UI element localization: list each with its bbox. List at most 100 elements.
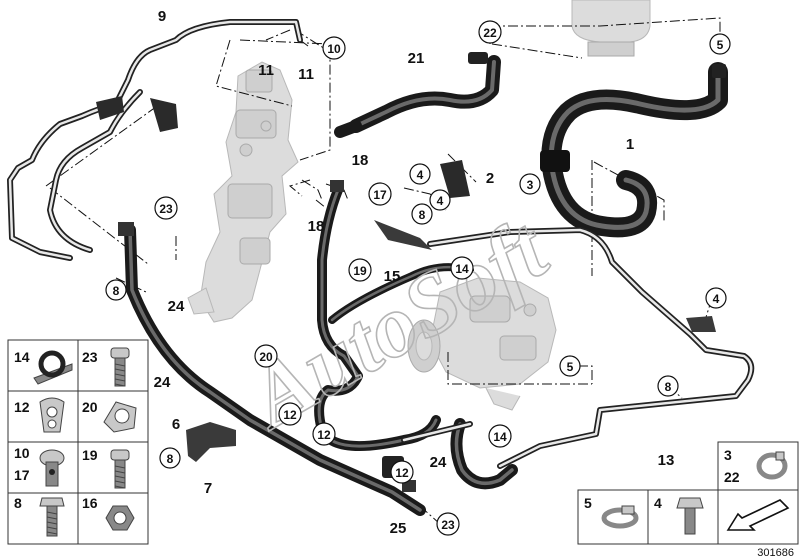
callout-circle: [348, 258, 372, 282]
callout-21: 21: [408, 50, 425, 67]
callout-circle: [436, 512, 460, 536]
callout-circle: [322, 36, 346, 60]
callout-number: 9: [158, 8, 166, 25]
callout-17: 17: [368, 182, 392, 206]
callout-circle: [705, 287, 727, 309]
callout-number: 4: [417, 168, 424, 182]
hex-nut-icon: [105, 505, 135, 531]
legend-cell-20: 20: [82, 399, 137, 433]
callout-number: 13: [658, 452, 675, 469]
callout-number: 1: [626, 136, 634, 153]
hex-bolt-icon: [39, 497, 65, 537]
callout-24: 24: [154, 374, 171, 391]
legend-part-number: 22: [724, 469, 740, 485]
callout-number: 21: [408, 50, 425, 67]
hoses: [7, 19, 755, 516]
callout-circle: [254, 344, 278, 368]
flange-bolt-icon: [676, 497, 704, 535]
legend-cell-4: 4: [654, 495, 704, 535]
callout-number: 11: [258, 62, 274, 79]
legend-part-number: 16: [82, 495, 98, 511]
callout-4: 4: [429, 189, 451, 211]
callout-23: 23: [436, 512, 460, 536]
callout-circle: [519, 173, 541, 195]
legend-cell-8: 8: [14, 495, 65, 537]
callout-8: 8: [105, 279, 127, 301]
callout-8: 8: [411, 203, 433, 225]
callout-number: 12: [395, 466, 409, 480]
pipe-13: [427, 227, 755, 469]
callout-circle: [368, 182, 392, 206]
callout-number: 22: [483, 26, 497, 40]
callout-5: 5: [709, 33, 731, 55]
callout-7: 7: [204, 480, 212, 497]
callout-number: 15: [384, 268, 401, 285]
legend-part-number: 8: [14, 495, 22, 511]
callout-12: 12: [312, 422, 336, 446]
legend-part-number: 20: [82, 399, 98, 415]
legend-part-number: 5: [584, 495, 592, 511]
callout-23: 23: [154, 196, 178, 220]
legend-cell-5: 5: [584, 495, 639, 529]
ghost-components: [187, 0, 651, 411]
callout-number: 14: [455, 262, 469, 276]
callout-circle: [559, 355, 581, 377]
callout-24: 24: [168, 298, 185, 315]
callout-number: 11: [298, 66, 314, 83]
callout-12: 12: [278, 402, 302, 426]
direction-arrow-icon: [726, 499, 790, 531]
callout-number: 4: [713, 292, 720, 306]
callout-number: 7: [204, 480, 212, 497]
callout-number: 19: [353, 264, 367, 278]
callout-circle: [709, 33, 731, 55]
callout-number: 8: [113, 284, 120, 298]
clamp-icon: [103, 401, 137, 433]
callout-circle: [450, 256, 474, 280]
worm-clamp-icon: [601, 505, 639, 529]
callout-20: 20: [254, 344, 278, 368]
callout-number: 12: [317, 428, 331, 442]
callout-number: 20: [259, 350, 273, 364]
callout-number: 12: [283, 408, 297, 422]
callout-circle: [411, 203, 433, 225]
callout-8: 8: [159, 447, 181, 469]
hose-22: [334, 120, 362, 138]
callout-number: 8: [419, 208, 426, 222]
callout-25: 25: [390, 520, 407, 537]
callout-number: 24: [168, 298, 185, 315]
hose-1: [541, 62, 728, 238]
callout-number: 5: [717, 38, 724, 52]
callout-number: 24: [154, 374, 171, 391]
legend-part-number: 4: [654, 495, 662, 511]
callout-circle: [488, 424, 512, 448]
callout-number: 4: [437, 194, 444, 208]
callout-18: 18: [352, 152, 369, 169]
callout-1: 1: [626, 136, 634, 153]
hose-clip-icon: [33, 350, 73, 385]
double-clip-icon: [39, 397, 65, 433]
legend-part-number: 23: [82, 349, 98, 365]
callout-18: 18: [308, 218, 325, 235]
callout-number: 18: [352, 152, 369, 169]
callout-circle: [429, 189, 451, 211]
bolt-icon: [110, 347, 130, 387]
callout-circle: [278, 402, 302, 426]
legend-cell-12: 12: [14, 397, 65, 433]
hose-21: [349, 55, 501, 133]
legend-part-number: 17: [14, 467, 30, 483]
callout-number: 23: [159, 202, 173, 216]
screw-icon: [110, 449, 130, 489]
callout-number: 24: [430, 454, 447, 471]
legend-part-number: 3: [724, 447, 732, 463]
callout-circle: [312, 422, 336, 446]
hose-14: [401, 418, 518, 490]
callout-2: 2: [486, 170, 494, 187]
callout-11: 11: [298, 66, 314, 83]
pump-ghost: [407, 277, 557, 411]
callout-13: 13: [658, 452, 675, 469]
callout-circle: [154, 196, 178, 220]
callout-number: 6: [172, 416, 180, 433]
callout-4: 4: [409, 163, 431, 185]
